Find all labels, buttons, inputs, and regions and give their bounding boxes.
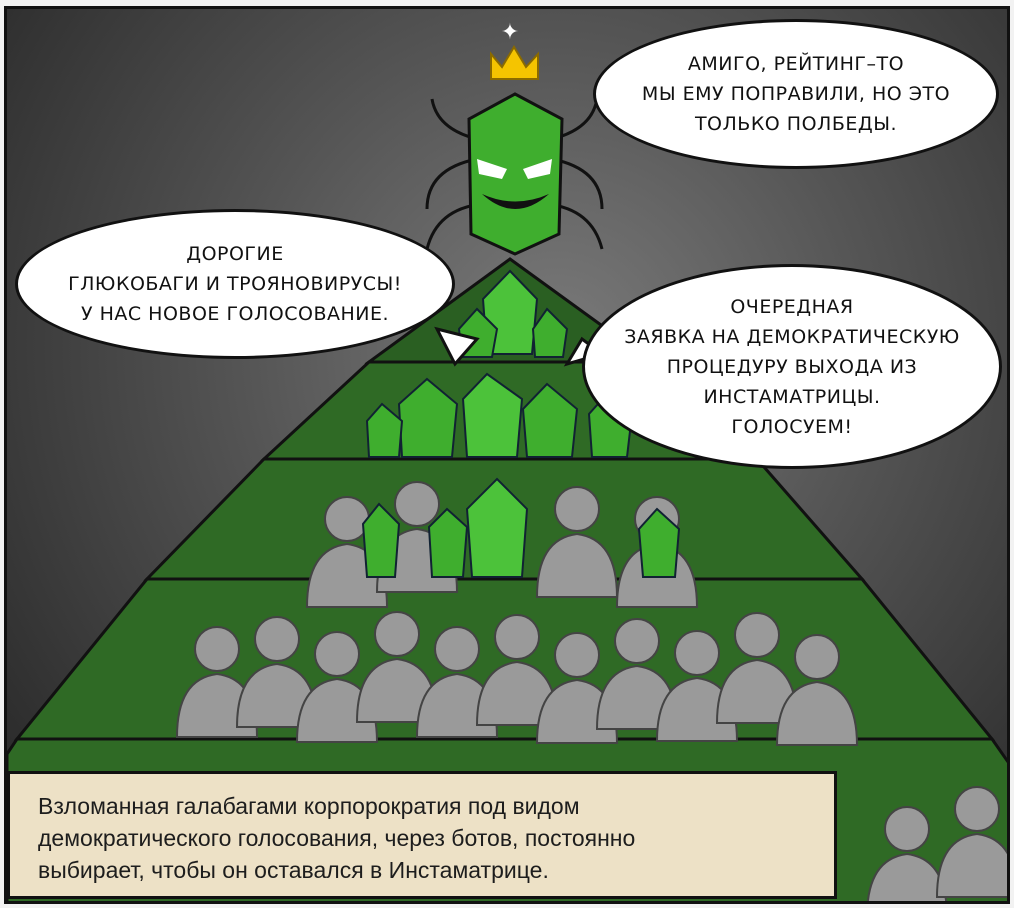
- bubble-tail-left: [434, 326, 480, 367]
- caption-box: Взломанная галабагами корпорократия под …: [7, 771, 837, 899]
- speech-bubble-amigo: АМИГО, РЕЙТИНГ–ТО МЫ ЕМУ ПОПРАВИЛИ, НО Э…: [593, 19, 999, 169]
- caption-text: Взломанная галабагами корпорократия под …: [38, 793, 636, 883]
- svg-text:✦: ✦: [501, 20, 519, 45]
- bug-king: [425, 92, 604, 256]
- bug-crowd: [361, 269, 681, 578]
- speech-bubble-dear: ДОРОГИЕ ГЛЮКОБАГИ И ТРОЯНОВИРУСЫ! У НАС …: [15, 209, 455, 359]
- human-crowd: [175, 481, 1007, 901]
- speech-bubble-next: ОЧЕРЕДНАЯ ЗАЯВКА НА ДЕМОКРАТИЧЕСКУЮ ПРОЦ…: [582, 264, 1002, 469]
- crown-icon: ✦: [490, 20, 539, 80]
- comic-panel: ✦ АМИГО, РЕЙТИНГ–ТО МЫ ЕМУ ПОПРАВИЛИ, НО…: [4, 6, 1010, 904]
